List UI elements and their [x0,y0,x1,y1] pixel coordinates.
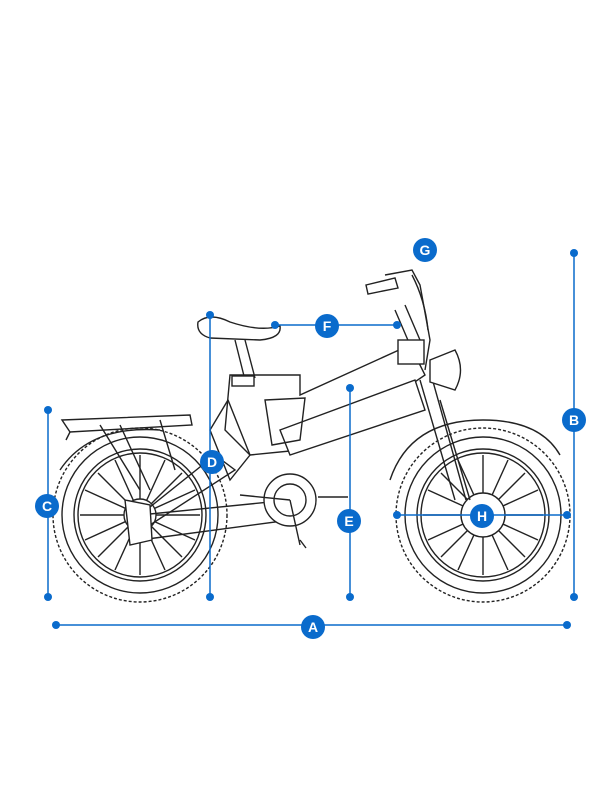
label-a-text: A [308,619,318,635]
dimension-label-d: D [200,450,224,474]
dimension-label-f: F [315,314,339,338]
label-f-text: F [323,318,332,334]
dimension-label-b: B [562,408,586,432]
dimension-label-a: A [301,615,325,639]
label-g-text: G [420,242,431,258]
dimension-label-g: G [413,238,437,262]
label-c-text: C [42,498,52,514]
dimension-label-e: E [337,509,361,533]
dimension-label-c: C [35,494,59,518]
label-d-text: D [207,454,217,470]
label-h-text: H [477,508,487,524]
label-e-text: E [344,513,353,529]
bike-illustration [52,269,571,603]
label-b-text: B [569,412,579,428]
dimension-label-h: H [470,504,494,528]
